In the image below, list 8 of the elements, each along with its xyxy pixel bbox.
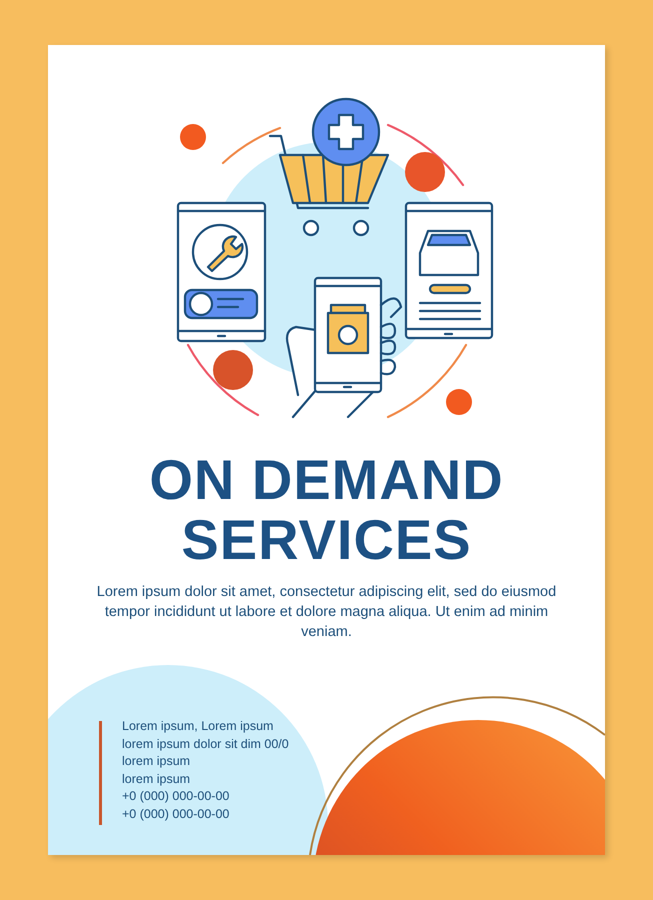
- phone-number: +0 (000) 000-00-00: [122, 788, 230, 806]
- phone-number: +0 (000) 000-00-00: [122, 806, 230, 823]
- contact-text: Lorem ipsum, Lorem ipsum: [122, 718, 274, 735]
- contact-text: lorem ipsum dolor sit dim 00/0: [122, 736, 289, 753]
- poster-title: ON DEMAND SERVICES: [148, 450, 505, 570]
- contact-text: lorem ipsum: [122, 753, 190, 770]
- contact-text: lorem ipsum: [122, 770, 190, 788]
- body-paragraph: Lorem ipsum dolor sit amet, consectetur adipiscing elit, sed do eiusmod tempor incididunt ut labore et dolore magna aliqua. Ut enim ad minim veniam.: [96, 583, 558, 642]
